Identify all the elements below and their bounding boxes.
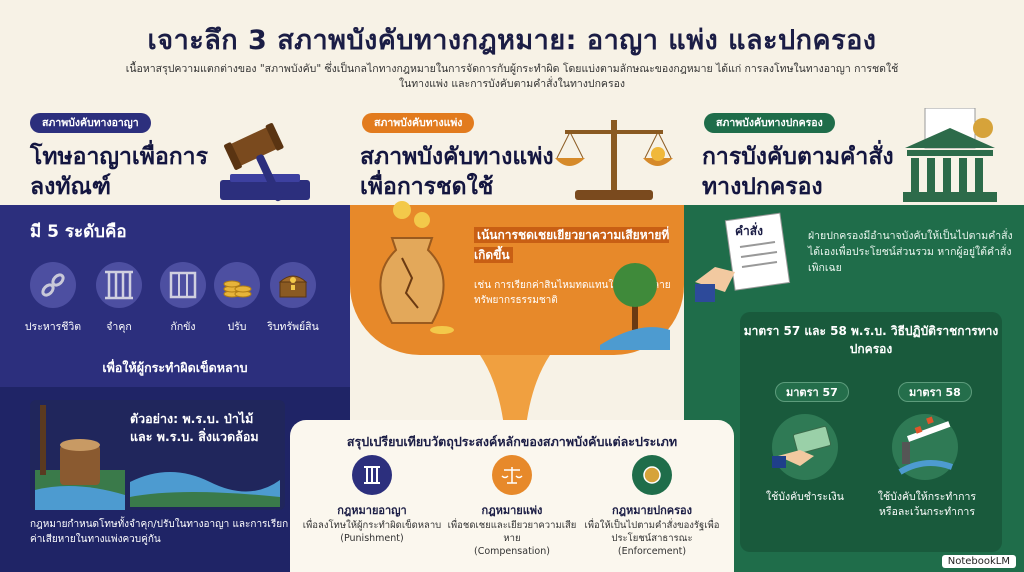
level-label: ริบทรัพย์สิน bbox=[267, 321, 319, 333]
admin-heading: การบังคับตามคำสั่งทางปกครอง bbox=[702, 144, 894, 200]
summary-item-title: กฎหมายอาญา bbox=[337, 504, 407, 517]
level-label: กักขัง bbox=[170, 321, 196, 333]
government-building-icon bbox=[903, 108, 997, 202]
criminal-heading: โทษอาญาเพื่อการลงทัณฑ์ bbox=[30, 144, 208, 200]
summary-item-title: กฎหมายปกครอง bbox=[611, 504, 693, 517]
criminal-tag: สภาพบังคับทางอาญา bbox=[30, 113, 151, 133]
river-landscape-icon bbox=[130, 472, 280, 507]
civil-heading: สภาพบังคับทางแพ่งเพื่อการชดใช้ bbox=[360, 144, 554, 200]
civil-tag: สภาพบังคับทางแพ่ง bbox=[362, 113, 475, 133]
level-forfeiture: ริบทรัพย์สิน bbox=[264, 262, 322, 335]
criminal-note: กฎหมายกำหนดโทษทั้งจำคุก/ปรับในทางอาญา แล… bbox=[30, 519, 289, 545]
level-label: จำคุก bbox=[106, 321, 132, 333]
article-57-pill: มาตรา 57 bbox=[775, 382, 849, 402]
civil-focus: เน้นการชดเชยเยียวยาความเสียหายที่เกิดขึ้… bbox=[474, 225, 674, 265]
cage-icon bbox=[160, 262, 206, 308]
page-title: เจาะลึก 3 สภาพบังคับทางกฎหมาย: อาญา แพ่ง… bbox=[147, 25, 877, 56]
level-label: ประหารชีวิต bbox=[24, 321, 82, 333]
seal-icon bbox=[632, 455, 672, 495]
order-document-icon bbox=[695, 212, 791, 302]
article-58-pill: มาตรา 58 bbox=[898, 382, 972, 402]
order-label: คำสั่ง bbox=[735, 224, 763, 238]
admin-description: ฝ่ายปกครองมีอำนาจบังคับให้เป็นไปตามคำสั่… bbox=[808, 230, 1013, 274]
summary-civil: กฎหมายแพ่ง เพื่อชดเชยและเยียวยาความเสียห… bbox=[442, 455, 582, 558]
tree-stump-icon bbox=[35, 405, 125, 510]
summary-item-en: (Punishment) bbox=[340, 533, 404, 544]
article-57-desc: ใช้บังคับชำระเงิน bbox=[766, 491, 844, 503]
summary-item-en: (Compensation) bbox=[474, 546, 550, 557]
prison-bars-icon bbox=[352, 455, 392, 495]
treasure-chest-icon bbox=[270, 262, 316, 308]
summary-item-en: (Enforcement) bbox=[617, 546, 687, 557]
summary-item-desc: เพื่อชดเชยและเยียวยาความเสียหาย bbox=[447, 520, 577, 544]
waterfall-icon bbox=[480, 355, 550, 435]
tree-icon bbox=[600, 263, 670, 350]
page-subtitle: เนื้อหาสรุปความแตกต่างของ "สภาพบังคับ" ซ… bbox=[125, 63, 899, 90]
barrier-icon bbox=[892, 414, 958, 480]
broken-vase-icon bbox=[379, 201, 454, 334]
chain-icon bbox=[30, 262, 76, 308]
summary-item-desc: เพื่อลงโทษให้ผู้กระทำผิดเข็ดหลาบ bbox=[302, 520, 442, 531]
article-58-desc: ใช้บังคับให้กระทำการหรือละเว้นกระทำการ bbox=[877, 491, 977, 518]
summary-card bbox=[290, 420, 734, 572]
criminal-goal: เพื่อให้ผู้กระทำผิดเข็ดหลาบ bbox=[102, 360, 248, 375]
levels-title: มี 5 ระดับคือ bbox=[30, 222, 127, 242]
gavel-icon bbox=[220, 123, 310, 202]
civil-example: เช่น การเรียกค่าสินไหมทดแทนในกรณีทำลายทร… bbox=[474, 280, 671, 306]
coins-icon bbox=[214, 262, 260, 308]
level-fine: ปรับ bbox=[208, 262, 266, 335]
level-death: ประหารชีวิต bbox=[24, 262, 82, 335]
prison-bars-icon bbox=[96, 262, 142, 308]
scales-icon bbox=[492, 455, 532, 495]
summary-item-desc: เพื่อให้เป็นไปตามคำสั่งของรัฐเพื่อประโยช… bbox=[584, 520, 720, 544]
article-title: มาตรา 57 และ 58 พ.ร.บ. วิธีปฏิบัติราชการ… bbox=[743, 324, 999, 356]
payment-hand-icon bbox=[772, 414, 838, 480]
level-detention: กักขัง bbox=[154, 262, 212, 335]
example-title: ตัวอย่าง: พ.ร.บ. ป่าไม้ และ พ.ร.บ. สิ่งแ… bbox=[130, 411, 259, 444]
notebooklm-logo: NotebookLM bbox=[941, 555, 1016, 568]
summary-item-title: กฎหมายแพ่ง bbox=[481, 504, 543, 517]
level-label: ปรับ bbox=[227, 321, 247, 333]
scales-icon bbox=[555, 120, 673, 200]
level-prison: จำคุก bbox=[90, 262, 148, 335]
summary-criminal: กฎหมายอาญา เพื่อลงโทษให้ผู้กระทำผิดเข็ดห… bbox=[302, 455, 442, 545]
summary-admin: กฎหมายปกครอง เพื่อให้เป็นไปตามคำสั่งของร… bbox=[582, 455, 722, 558]
summary-title: สรุปเปรียบเทียบวัตถุประสงค์หลักของสภาพบั… bbox=[346, 434, 678, 449]
admin-tag: สภาพบังคับทางปกครอง bbox=[704, 113, 835, 133]
